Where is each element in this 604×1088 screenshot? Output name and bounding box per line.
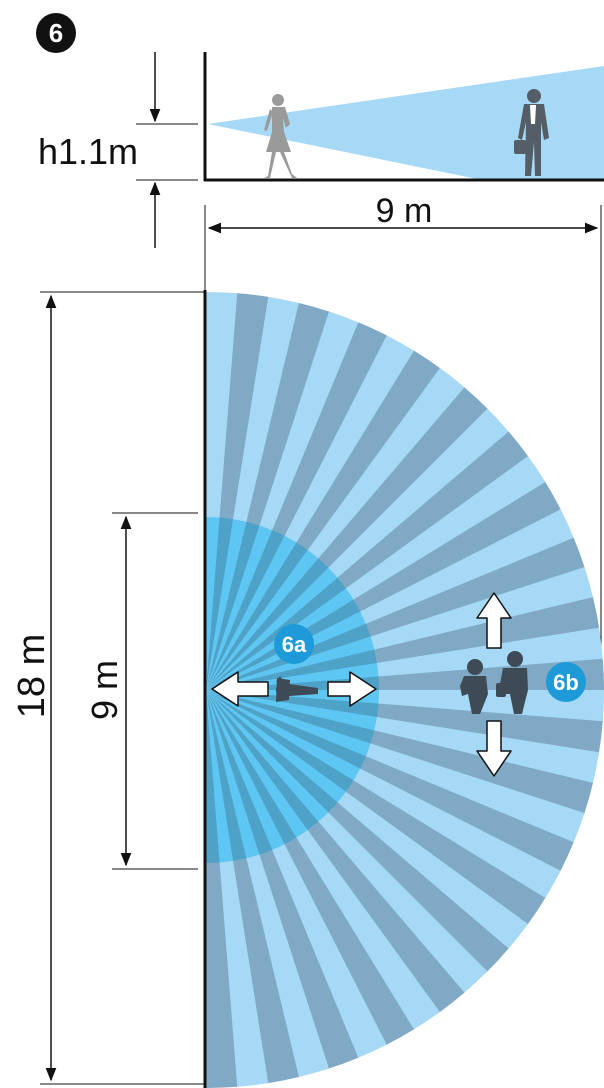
inner-zone-stripe	[206, 690, 247, 863]
inner-zone-stripe	[206, 690, 340, 814]
arrow-left-icon	[211, 671, 269, 707]
step-badge-number: 6	[49, 18, 63, 48]
arrow-up-icon	[476, 592, 512, 649]
arrow-down-icon	[476, 720, 512, 777]
zone-a-label: 6a	[282, 632, 307, 657]
inner-zone-stripe	[206, 690, 362, 782]
top-view: 18 m 9 m	[11, 290, 604, 1088]
inner-zone-stripe	[206, 519, 261, 690]
inner-zone-stripe	[206, 523, 274, 690]
arrow-right-icon	[327, 671, 377, 707]
zone-b-badge: 6b	[546, 662, 586, 702]
total-length-label: 18 m	[11, 634, 53, 718]
zone-b-label: 6b	[553, 670, 579, 695]
businessmen-topview-icon	[460, 651, 528, 714]
inner-zone-stripe	[206, 517, 248, 690]
inner-zone-stripe	[206, 690, 273, 857]
total-length-dimension: 18 m	[11, 291, 205, 1085]
inner-zone-stripe	[206, 690, 348, 804]
height-dimension: h1.1m	[38, 52, 198, 248]
inner-zone-stripe	[206, 690, 298, 847]
inner-zone-stripe	[206, 690, 286, 852]
inner-zone-stripe	[206, 690, 234, 863]
side-view: h1.1m 9 m	[38, 52, 604, 672]
inner-zone-stripe	[206, 548, 320, 690]
zone-a-badge: 6a	[274, 624, 314, 664]
inner-zone-stripe	[206, 534, 298, 690]
step-badge-circle	[36, 13, 76, 53]
inner-zone-stripe	[206, 690, 261, 861]
inner-zone-stripe	[206, 690, 320, 832]
step-badge: 6	[36, 13, 76, 53]
inner-zone-stripe	[206, 576, 348, 690]
inner-zone-stripe	[206, 690, 377, 745]
inner-length-dimension: 9 m	[84, 512, 198, 870]
inner-zone-stripe	[206, 556, 330, 690]
inner-zone-stripe	[206, 690, 309, 840]
inner-zone-stripe	[206, 540, 310, 690]
walking-woman-icon	[264, 94, 297, 178]
side-beam	[208, 66, 604, 180]
inner-zone-stripe	[206, 566, 340, 690]
inner-zone-stripe	[206, 690, 379, 732]
width-label: 9 m	[376, 192, 433, 230]
width-dimension: 9 m	[204, 192, 602, 672]
inner-zone-stripe	[205, 690, 220, 863]
height-label: h1.1m	[38, 131, 138, 172]
inner-zone-stripe	[206, 528, 286, 690]
walking-woman-topview-icon	[276, 676, 318, 702]
inner-zone-stripe	[206, 690, 356, 794]
inner-zone-stripe	[206, 690, 373, 758]
inner-zone-stripe	[206, 690, 368, 770]
businessman-icon	[514, 89, 549, 176]
inner-zone-stripe	[206, 649, 379, 690]
inner-zone-stripe	[206, 690, 330, 824]
inner-length-label: 9 m	[84, 660, 125, 720]
